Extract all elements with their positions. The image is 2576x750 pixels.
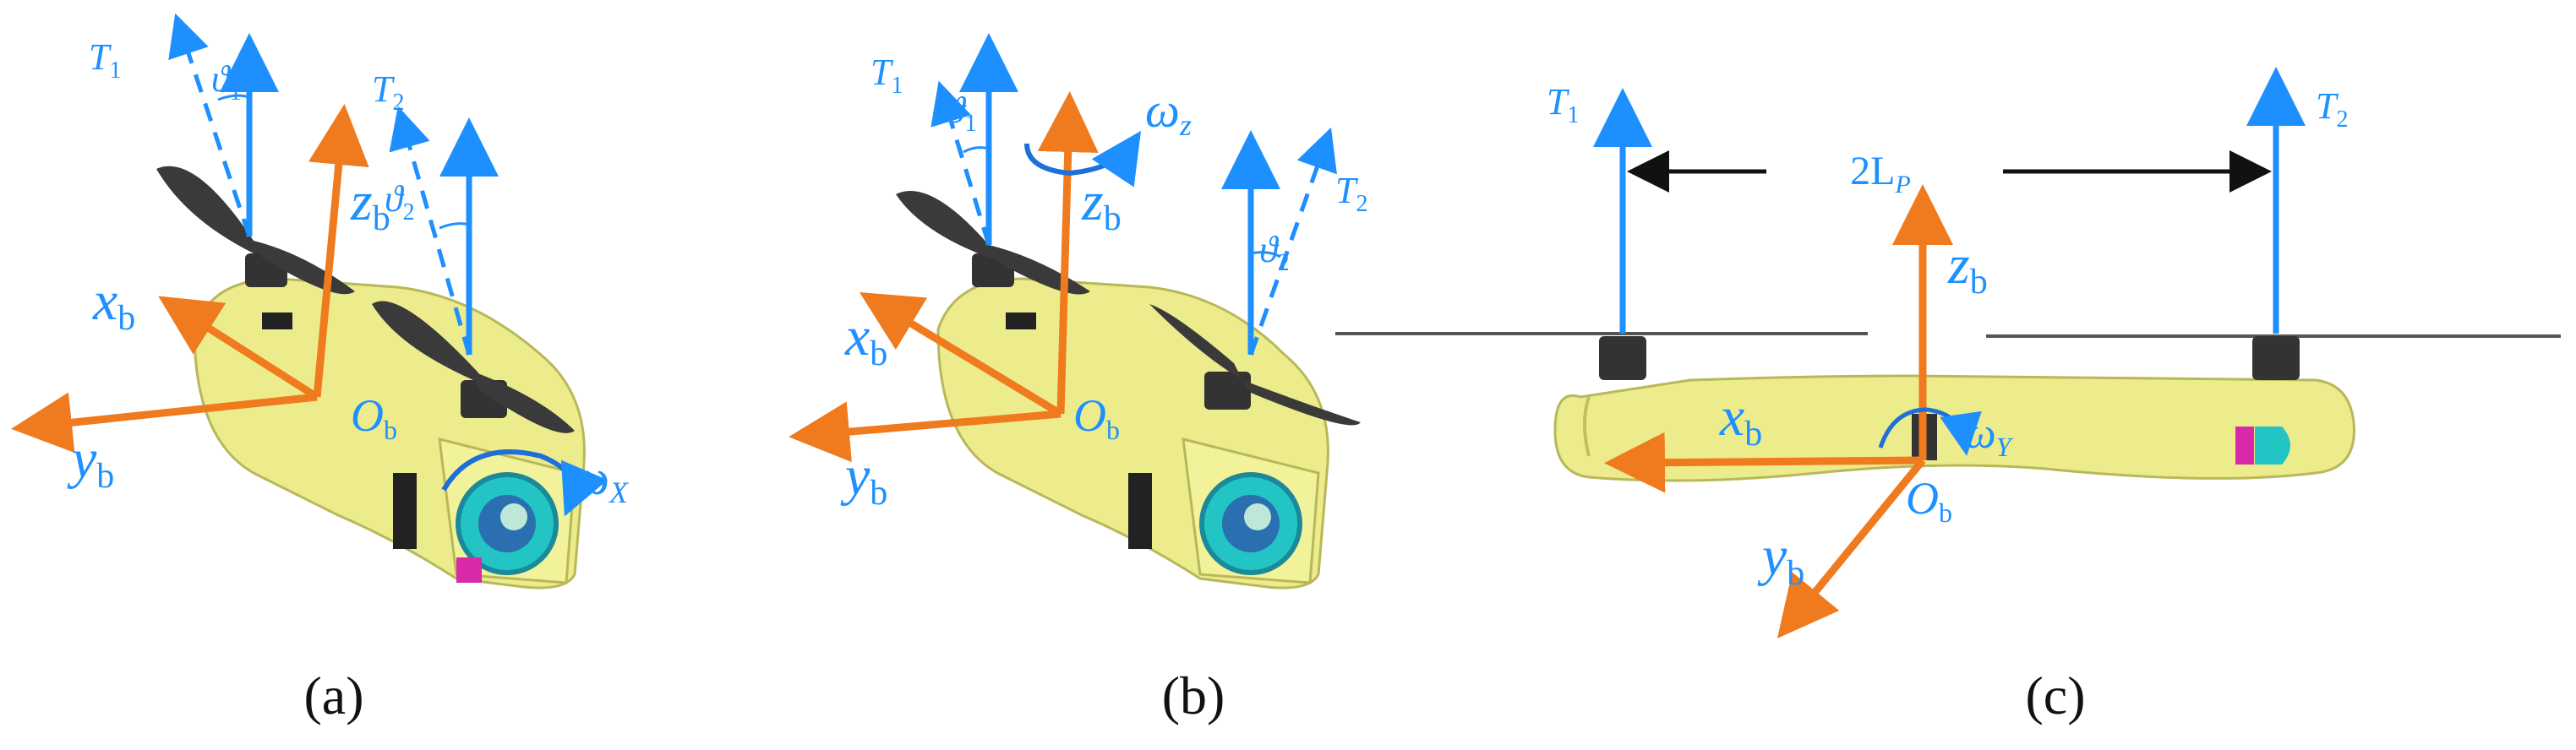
label-y: yb [1757,525,1804,593]
label-theta1: ϑ1 [947,90,977,137]
y-axis-arrow [1776,458,1926,639]
label-t1: T1 [870,52,903,99]
label-z: zb [1081,171,1122,238]
label-theta2: ϑ2 [385,178,415,226]
caption-c: (c) [2025,666,2085,726]
label-theta1: ϑ1 [211,58,242,106]
label-z: zb [1947,234,1988,302]
x-axis-arrow [158,296,319,400]
y-axis-arrow [789,401,1062,463]
rear-fan-icon [2255,427,2290,465]
label-t2: T2 [2316,85,2348,133]
pitch-rate-arrow [1878,407,1982,456]
motor-right [2252,336,2300,380]
tilted-thrust-t1-arrow [931,80,991,246]
label-omega: ωX [575,450,630,509]
propeller-front [156,166,355,295]
panel-a: T1 ϑ1 T2 ϑ2 zb xb yb Ob ωX (a) [11,13,630,726]
side-vent [1128,473,1152,549]
tilted-thrust-t2-arrow [389,106,472,356]
x-axis-arrow [859,292,1063,417]
yaw-rate-arrow [1024,131,1141,188]
caption-b: (b) [1162,666,1225,726]
label-t2: T2 [1335,170,1367,217]
label-theta2: ϑ2 [1259,229,1290,276]
label-span: 2LP [1850,149,1911,198]
label-x: xb [1719,386,1762,454]
label-z: zb [350,171,390,238]
label-origin: Ob [1073,390,1120,445]
roll-rate-arrow [441,449,609,517]
motor-left [1599,336,1646,380]
label-x: xb [844,306,887,373]
z-axis-arrow [308,104,369,398]
x-axis-arrow [1604,432,1924,493]
label-t2: T2 [372,68,404,116]
tilt-angle-2-arc [439,222,470,230]
label-origin: Ob [1906,473,1952,528]
label-omega: ωz [1145,83,1192,142]
label-x: xb [92,270,135,338]
tilt-angle-1-arc [217,94,250,101]
z-axis-arrow [1037,91,1099,415]
side-vent [393,473,417,549]
caption-a: (a) [303,666,363,726]
tilted-thrust-t2-arrow [1248,127,1337,356]
motor-rear [1204,372,1251,410]
label-omega: ωY [1965,410,2014,462]
propeller-front [896,191,1090,295]
label-t1: T1 [89,36,121,84]
label-t1: T1 [1547,81,1579,128]
y-axis-arrow [11,392,318,454]
panel-c: T1 T2 2LP zb xb ωY Ob yb (c) [1335,67,2561,726]
tilted-thrust-t1-arrow [168,13,252,237]
propeller-rear [1149,304,1361,426]
tilt-angle-1-arc [963,146,990,154]
panel-b: T1 ϑ1 ωz zb ϑ2 T2 xb yb Ob (b) [789,33,1367,726]
propeller-rear [372,301,575,433]
label-y: yb [840,445,887,513]
label-y: yb [67,428,114,496]
tilt-angle-2-arc [1250,251,1281,258]
label-origin: Ob [351,390,397,445]
